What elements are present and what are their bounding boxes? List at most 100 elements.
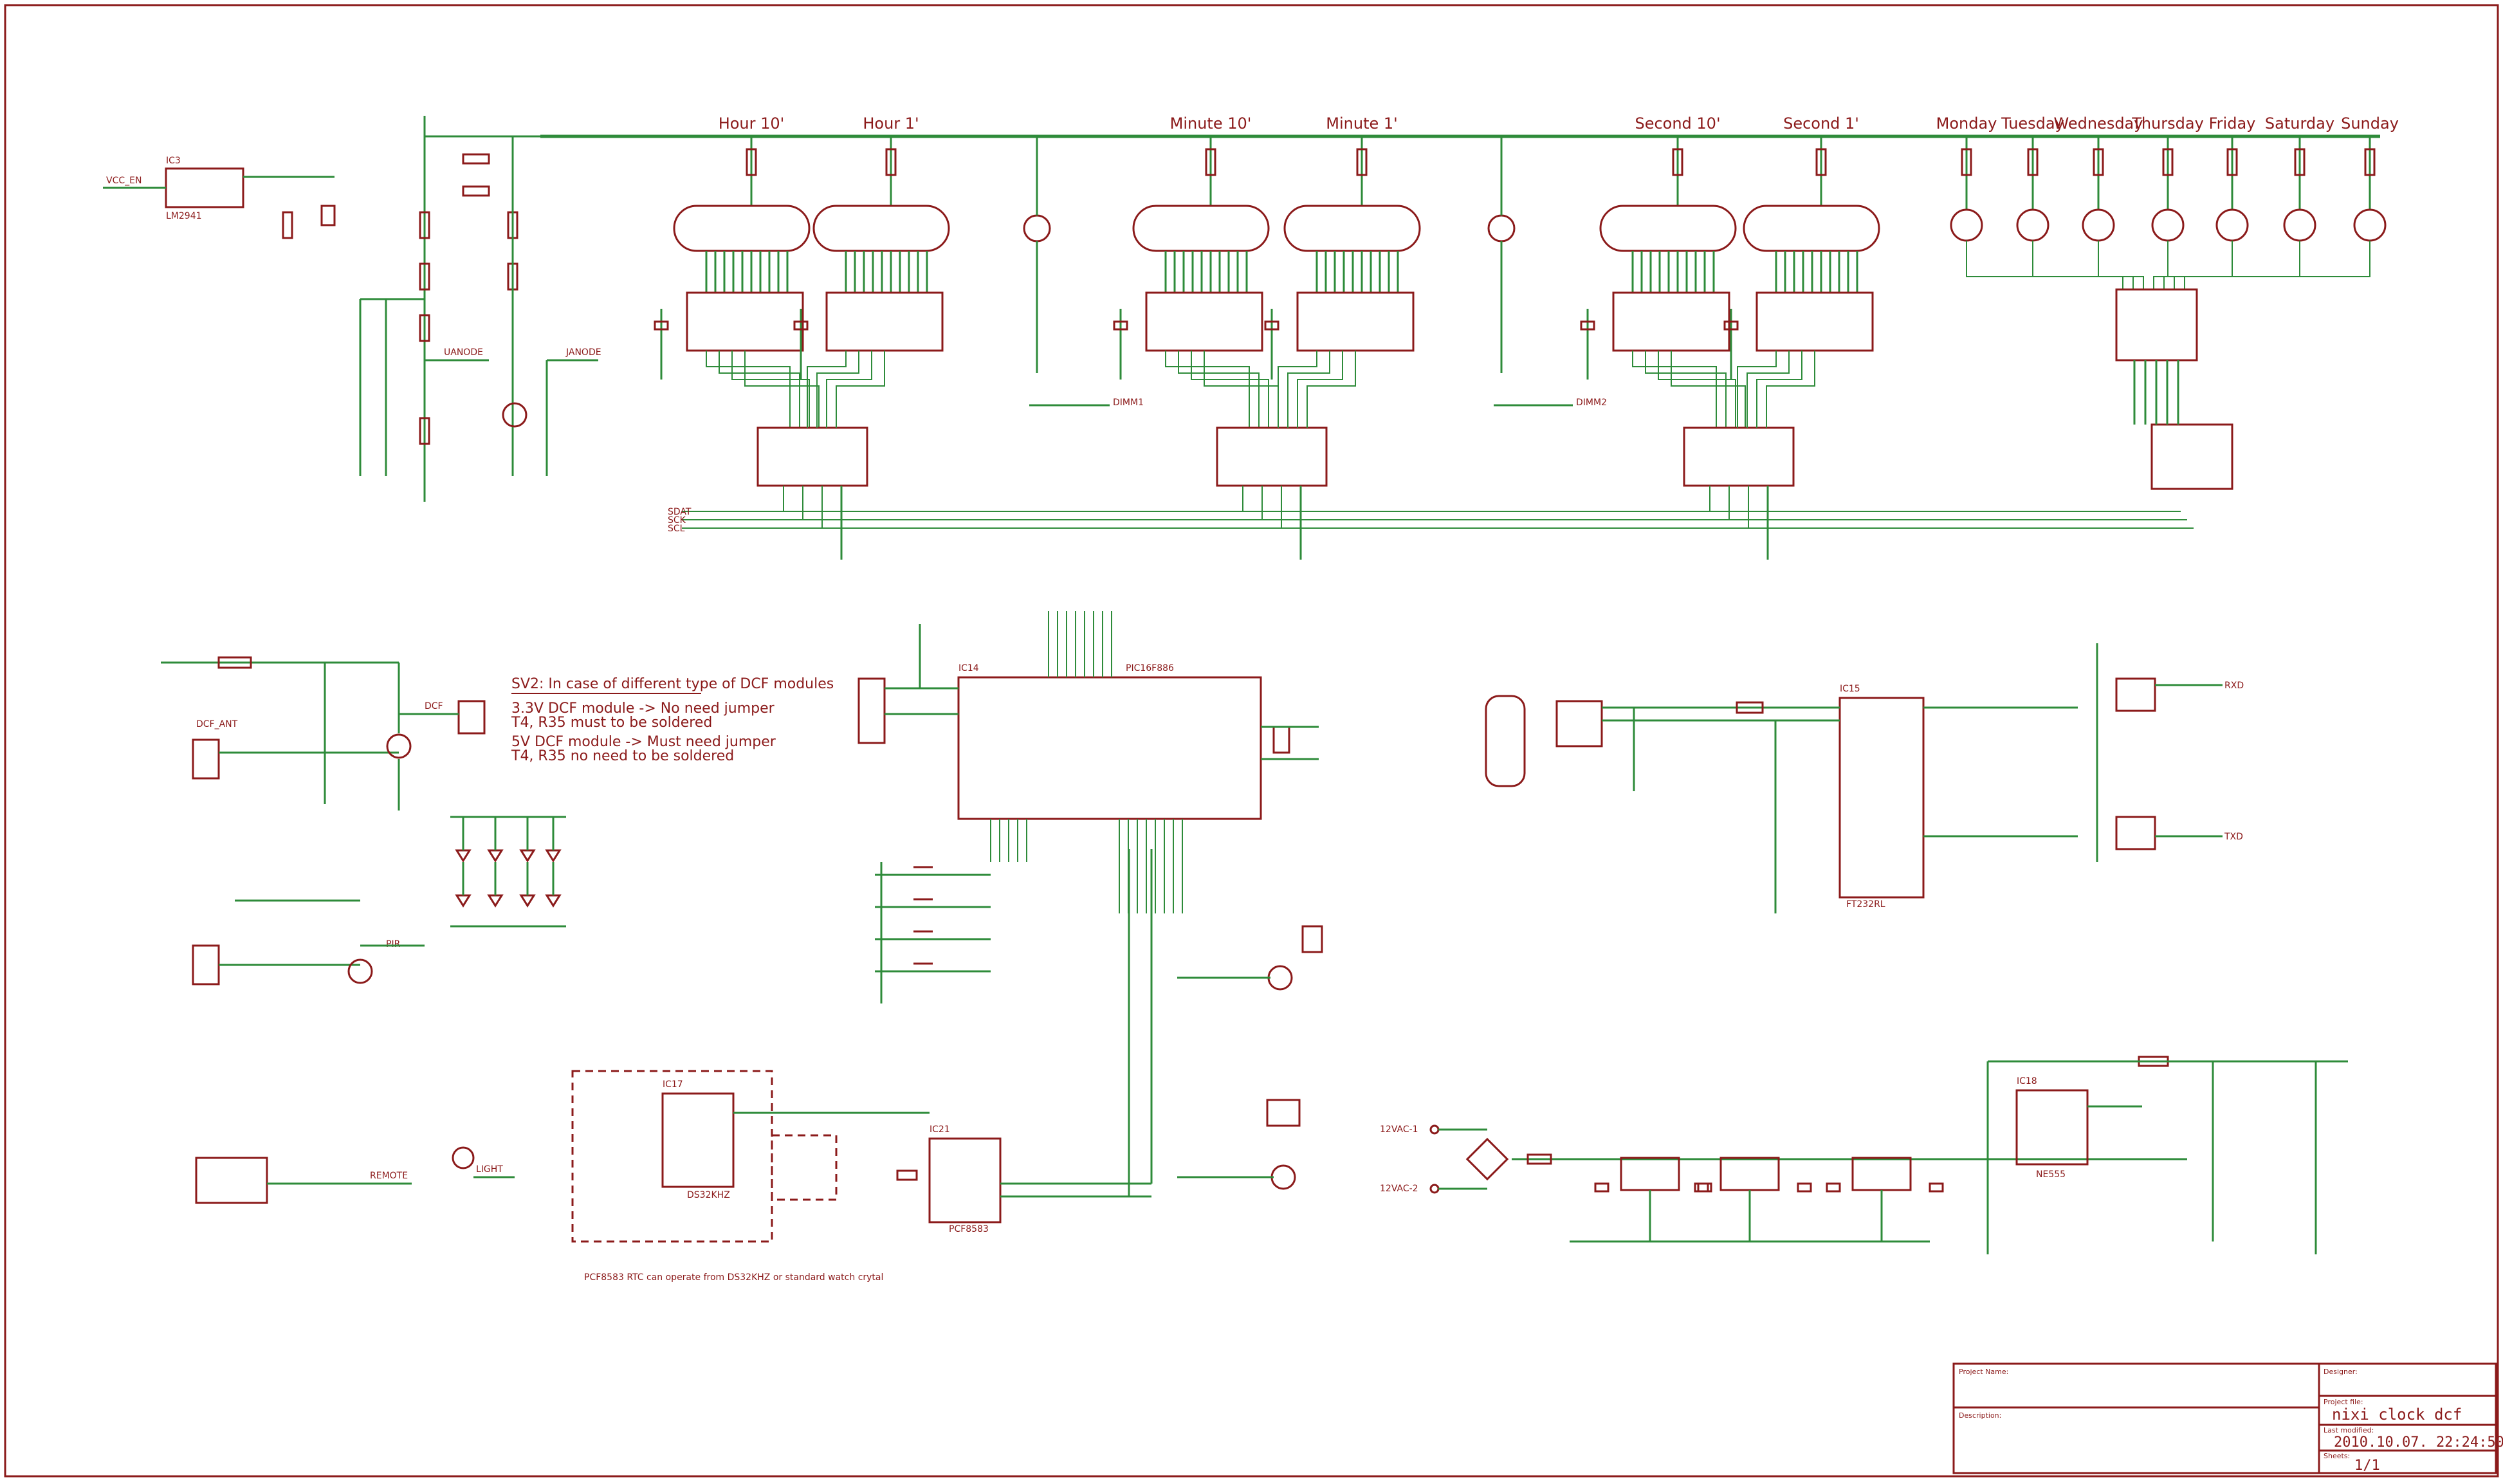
note-3v3: 3.3V DCF module -> No need jumper [511,701,775,717]
tcxo-ds32khz [661,1092,735,1188]
light-sensor [452,1146,475,1169]
transistor-t5 [347,958,373,984]
label-saturday: Saturday [2265,115,2334,133]
relay-k1 [1266,1099,1301,1127]
decoupling-cap [793,320,809,331]
label-second-1: Second 1' [1783,115,1859,133]
sheet-frame [4,4,2499,1478]
decoupling-cap [654,320,669,331]
pir-connector [192,944,220,985]
led [519,894,536,908]
decoupling-cap [1580,320,1595,331]
label-friday: Friday [2209,115,2256,133]
ldo-part: LM2941 [166,211,202,221]
nixie-driver-ic [1756,291,1874,352]
nixie-tube [1743,205,1880,252]
anode-resistor [1672,148,1683,176]
led [487,894,504,908]
day-lamp [2283,208,2316,242]
rtc-caption: PCF8583 RTC can operate from DS32KHZ or … [584,1272,883,1283]
day-driver-ic [2115,288,2198,362]
led [519,849,536,863]
net-light: LIGHT [476,1164,503,1175]
net-dcf-ant: DCF_ANT [196,719,238,729]
day-resistor [2364,148,2376,176]
shift-register-ic [1683,426,1795,487]
day-lamp [2353,208,2387,242]
note-5v: 5V DCF module -> Must need jumper [511,734,776,750]
colon-lamp-1 [1023,214,1051,243]
title-last-modified: 2010.10.07. 22:24:50 [2334,1434,2503,1451]
net-pir: PIR [386,939,401,949]
button-group [875,862,991,1003]
title-project-file-label: Project file: [2324,1398,2363,1406]
optocoupler-tx [2115,816,2156,850]
transistor-t7 [1267,965,1293,991]
net-janode: JANODE [565,347,601,358]
ferrite-bead [1736,701,1764,714]
colon-lamp-2 [1487,214,1516,243]
nixie-driver-ic [825,291,944,352]
day-lamp [2016,208,2049,242]
rtc-pcf8583 [928,1137,1002,1223]
label-minute-1: Minute 1' [1326,115,1397,133]
timer-ne555 [2015,1089,2089,1166]
timer-ref: IC18 [2017,1076,2037,1086]
ftdi-part: FT232RL [1846,899,1885,910]
note-sv2: SV2: In case of different type of DCF mo… [511,676,834,692]
ac-in-1: 12VAC-1 [1380,1124,1418,1135]
net-vcc-en: VCC_EN [106,176,142,186]
day-resistor [2027,148,2039,176]
transistor-t3 [502,402,527,428]
day-lamp-group [1950,136,2387,289]
tcxo-part: DS32KHZ [687,1190,730,1200]
tcxo-ref: IC17 [663,1079,683,1090]
title-sheets-label: Sheets: [2324,1452,2350,1460]
transistor-t8 [1270,1164,1296,1190]
nixie-tube [812,205,950,252]
label-monday: Monday [1936,115,1997,133]
nixie-tube [1283,205,1421,252]
label-thursday: Thursday [2131,115,2204,133]
net-dcf: DCF [425,701,443,711]
ac-in-2: 12VAC-2 [1380,1184,1418,1194]
crystal-x2 [1272,726,1290,754]
mcu-ref: IC14 [958,663,979,673]
label-tuesday: Tuesday [2001,115,2064,133]
regulator-cap [1594,1182,1609,1193]
led [487,849,504,863]
regulator-cap [1929,1182,1944,1193]
label-sunday: Sunday [2341,115,2399,133]
note-5v-detail: T4, R35 no need to be soldered [511,748,734,764]
net-txd: TXD [2224,832,2243,842]
bus-sck: SCK [668,515,686,526]
led-cluster [450,816,566,928]
title-block: Project Name: Description: Designer: Pro… [1952,1362,2503,1474]
ir-receiver [195,1157,268,1204]
day-resistor [2093,148,2104,176]
day-lamp [2151,208,2185,242]
net-remote: REMOTE [370,1171,408,1181]
title-project-name-label: Project Name: [1959,1368,2008,1376]
timer-part: NE555 [2036,1169,2066,1180]
ldo-ref: IC3 [166,156,181,166]
usb-protection-ic [1555,700,1603,747]
anode-resistor [1205,148,1216,176]
buzzer [1301,925,1323,953]
rtc-dashed-box [571,1070,773,1243]
dcf-header-sv2 [457,700,486,735]
led [455,894,472,908]
label-wednesday: Wednesday [2054,115,2143,133]
nixie-driver-ic [1296,291,1415,352]
ldo-lm2941 [165,167,244,208]
usb-connector [1485,695,1526,787]
day-resistor [2226,148,2238,176]
bridge-rectifier [1465,1137,1509,1181]
voltage-regulator [1620,1157,1680,1191]
decoupling-cap [1113,320,1128,331]
day-resistor [2162,148,2174,176]
title-last-modified-label: Last modified: [2324,1426,2374,1434]
day-lamp [2082,208,2115,242]
decoupling-cap [1264,320,1279,331]
nixie-driver-ic [1145,291,1263,352]
